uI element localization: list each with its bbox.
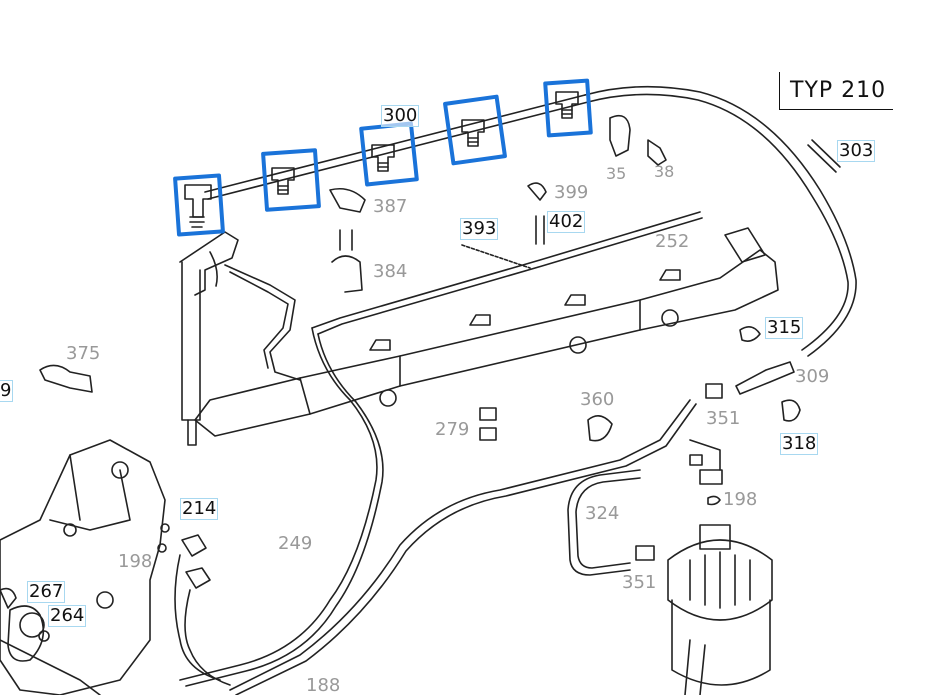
part-callout-387: 387 (373, 196, 408, 217)
part-callout-351-lower: 351 (622, 572, 657, 593)
highlight-box-injector-fitting-1[interactable] (172, 173, 226, 237)
fuel-line-324 (567, 469, 641, 576)
part-callout-309: 309 (795, 366, 830, 387)
part-callout-375: 375 (66, 343, 101, 364)
fuel-filter (667, 454, 773, 695)
highlight-box-injector-fitting-3[interactable] (359, 121, 419, 187)
part-callout-264[interactable]: 264 (48, 605, 87, 627)
injector-line-rail (204, 85, 857, 357)
part-callout-351-upper: 351 (706, 408, 741, 429)
part-callout-360: 360 (580, 389, 615, 410)
injector-fittings (184, 91, 579, 228)
part-callout-315[interactable]: 315 (765, 317, 804, 339)
part-callout-38: 38 (654, 162, 675, 181)
part-callout-384: 384 (373, 261, 408, 282)
type-label-rule-horizontal (779, 109, 893, 110)
part-callout-198-right: 198 (723, 489, 758, 510)
small-parts (0, 114, 841, 642)
part-callout-300[interactable]: 300 (381, 105, 420, 127)
pump-pipes (0, 554, 231, 695)
part-callout-399: 399 (554, 182, 589, 203)
leak-off-line (179, 211, 703, 687)
part-callout-252: 252 (655, 231, 690, 252)
highlight-box-injector-fitting-5[interactable] (543, 78, 593, 138)
type-label: TYP 210 (790, 78, 887, 103)
part-callout-188: 188 (306, 675, 341, 696)
high-pressure-pump (0, 439, 166, 695)
part-callout-318[interactable]: 318 (780, 433, 819, 455)
highlight-box-injector-fitting-4[interactable] (442, 94, 508, 166)
part-callout-324: 324 (585, 503, 620, 524)
part-callout-249: 249 (278, 533, 313, 554)
part-callout-267[interactable]: 267 (27, 581, 66, 603)
part-callout-279: 279 (435, 419, 470, 440)
highlight-box-injector-fitting-2[interactable] (260, 148, 322, 212)
return-line (229, 399, 721, 695)
common-rail (194, 227, 779, 437)
part-callout-393[interactable]: 393 (460, 218, 499, 240)
part-callout-198-left: 198 (118, 551, 153, 572)
type-label-rule-vertical (779, 72, 780, 110)
part-callout-35: 35 (606, 164, 627, 183)
part-callout-402[interactable]: 402 (547, 211, 586, 233)
injector (179, 231, 239, 446)
part-callout-303[interactable]: 303 (837, 140, 876, 162)
part-callout-9[interactable]: 9 (0, 380, 14, 402)
part-callout-214[interactable]: 214 (180, 498, 219, 520)
